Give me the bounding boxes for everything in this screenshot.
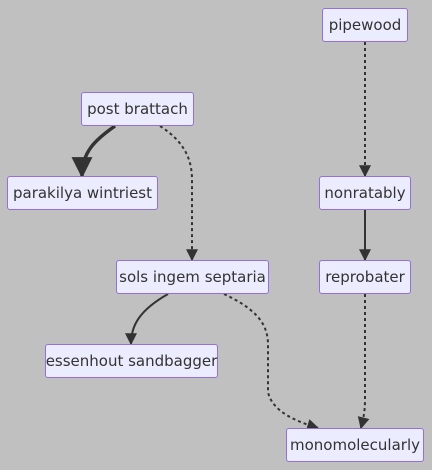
node-reprobater[interactable]: reprobater <box>319 260 411 294</box>
edge-reprobater-to-monomolecularly <box>357 294 370 430</box>
node-monomolecularly[interactable]: monomolecularly <box>286 428 424 462</box>
node-parakilya-wintriest[interactable]: parakilya wintriest <box>7 176 158 210</box>
node-pipewood[interactable]: pipewood <box>322 8 408 42</box>
node-essenhout-sandbagger[interactable]: essenhout sandbagger <box>45 344 218 378</box>
node-post-brattach[interactable]: post brattach <box>81 92 194 126</box>
edge-sols-ingem-septaria-to-essenhout-sandbagger <box>125 293 169 346</box>
edge-sols-ingem-septaria-to-monomolecularly <box>223 293 320 431</box>
node-nonratably[interactable]: nonratably <box>319 176 411 210</box>
edge-post-brattach-to-sols-ingem-septaria <box>159 125 198 262</box>
edge-post-brattach-to-parakilya-wintriest <box>71 124 117 179</box>
node-sols-ingem-septaria[interactable]: sols ingem septaria <box>116 260 269 294</box>
